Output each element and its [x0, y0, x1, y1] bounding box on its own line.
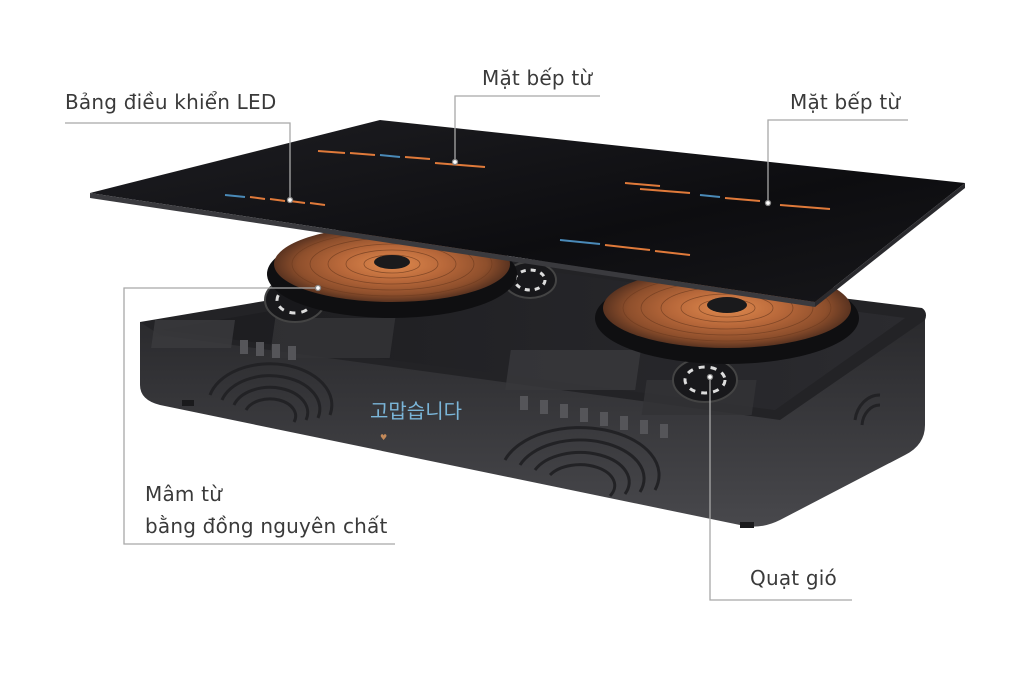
vent-grille-side	[853, 393, 881, 426]
brand-logo: 고맙습니다	[370, 399, 462, 423]
glass-cooktop	[90, 120, 965, 307]
brand-logo-sub: ♥	[380, 433, 387, 442]
foot	[182, 400, 194, 406]
led-indicators-bottom	[559, 239, 691, 256]
callout-cooktop-right: Mặt bếp từ	[790, 90, 901, 114]
callout-fan: Quạt gió	[750, 566, 837, 590]
callout-copper-coil-line2: bằng đồng nguyên chất	[145, 514, 388, 538]
foot	[740, 522, 754, 528]
fan-right	[672, 357, 738, 403]
vent-grille-left	[208, 362, 334, 423]
vent-grille-right	[503, 426, 661, 498]
component-row	[240, 340, 668, 438]
callout-copper-coil-line1: Mâm từ	[145, 482, 223, 506]
led-indicators-top	[317, 150, 486, 168]
led-indicators-right	[624, 182, 831, 210]
callout-led-panel: Bảng điều khiển LED	[65, 90, 277, 114]
leader-lines	[65, 95, 908, 601]
callout-copper-coil: Mâm từ bằng đồng nguyên chất	[145, 478, 388, 542]
callout-cooktop-left: Mặt bếp từ	[482, 66, 593, 90]
